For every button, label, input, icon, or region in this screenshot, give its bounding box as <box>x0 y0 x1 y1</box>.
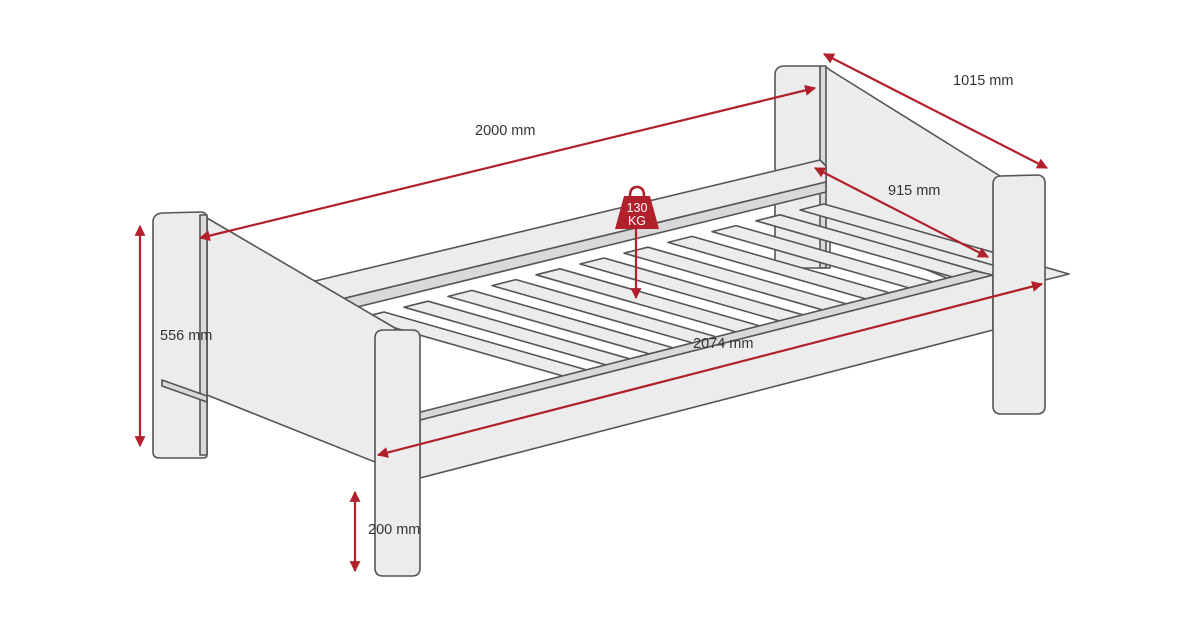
label-2000: 2000 mm <box>475 123 535 139</box>
label-915: 915 mm <box>888 183 940 199</box>
label-556: 556 mm <box>160 328 212 344</box>
dimension-arrow-915 <box>814 167 989 258</box>
dimension-arrow-2000 <box>198 85 817 241</box>
weight-value: 130 <box>627 201 648 215</box>
label-1015: 1015 mm <box>953 73 1013 89</box>
weight-unit: KG <box>628 214 646 228</box>
label-2074: 2074 mm <box>693 336 753 352</box>
weight-icon: 130 KG <box>615 185 659 229</box>
dimension-arrow-2074 <box>376 281 1044 458</box>
dimension-arrow-1015 <box>823 53 1048 169</box>
label-200: 200 mm <box>368 522 420 538</box>
